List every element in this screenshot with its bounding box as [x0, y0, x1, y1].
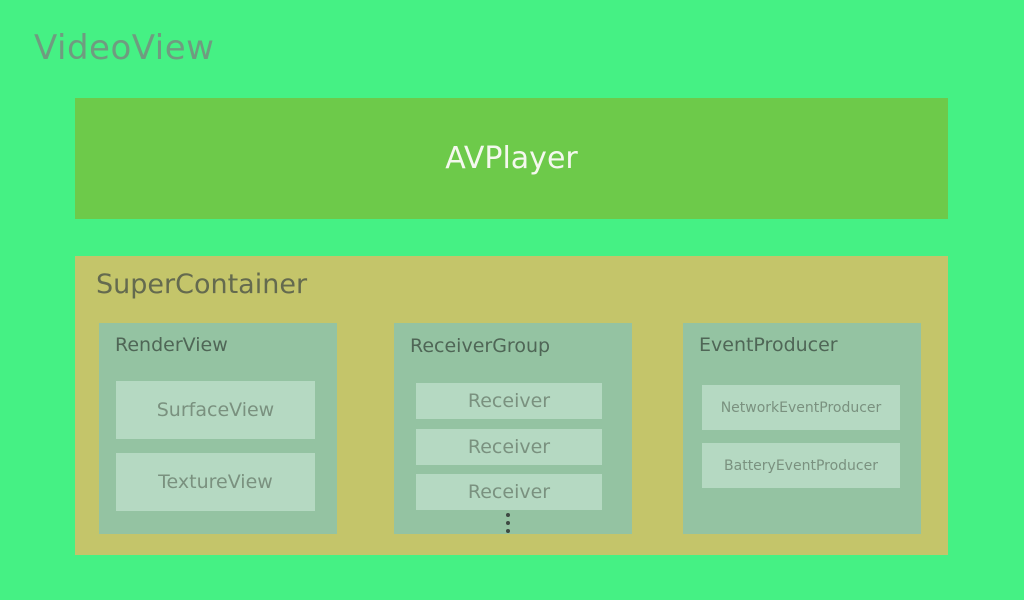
surface-view-box: SurfaceView — [116, 381, 315, 439]
event-producer-panel: EventProducer NetworkEventProducer Batte… — [683, 323, 921, 534]
receiver-group-label: ReceiverGroup — [410, 335, 551, 357]
avplayer-block: AVPlayer — [75, 98, 948, 219]
receiver-group-panel: ReceiverGroup Receiver Receiver Receiver — [394, 323, 632, 534]
video-view-title: VideoView — [34, 28, 215, 68]
texture-view-box: TextureView — [116, 453, 315, 511]
vertical-ellipsis-icon — [506, 513, 510, 533]
render-view-label: RenderView — [115, 334, 228, 356]
network-event-producer-box: NetworkEventProducer — [702, 385, 900, 430]
receiver-box: Receiver — [416, 429, 602, 465]
receiver-box: Receiver — [416, 474, 602, 510]
render-view-panel: RenderView SurfaceView TextureView — [99, 323, 337, 534]
receiver-box: Receiver — [416, 383, 602, 419]
super-container-label: SuperContainer — [96, 269, 308, 300]
event-producer-label: EventProducer — [699, 334, 838, 356]
avplayer-label: AVPlayer — [445, 141, 578, 176]
battery-event-producer-box: BatteryEventProducer — [702, 443, 900, 488]
super-container-block: SuperContainer RenderView SurfaceView Te… — [75, 256, 948, 555]
